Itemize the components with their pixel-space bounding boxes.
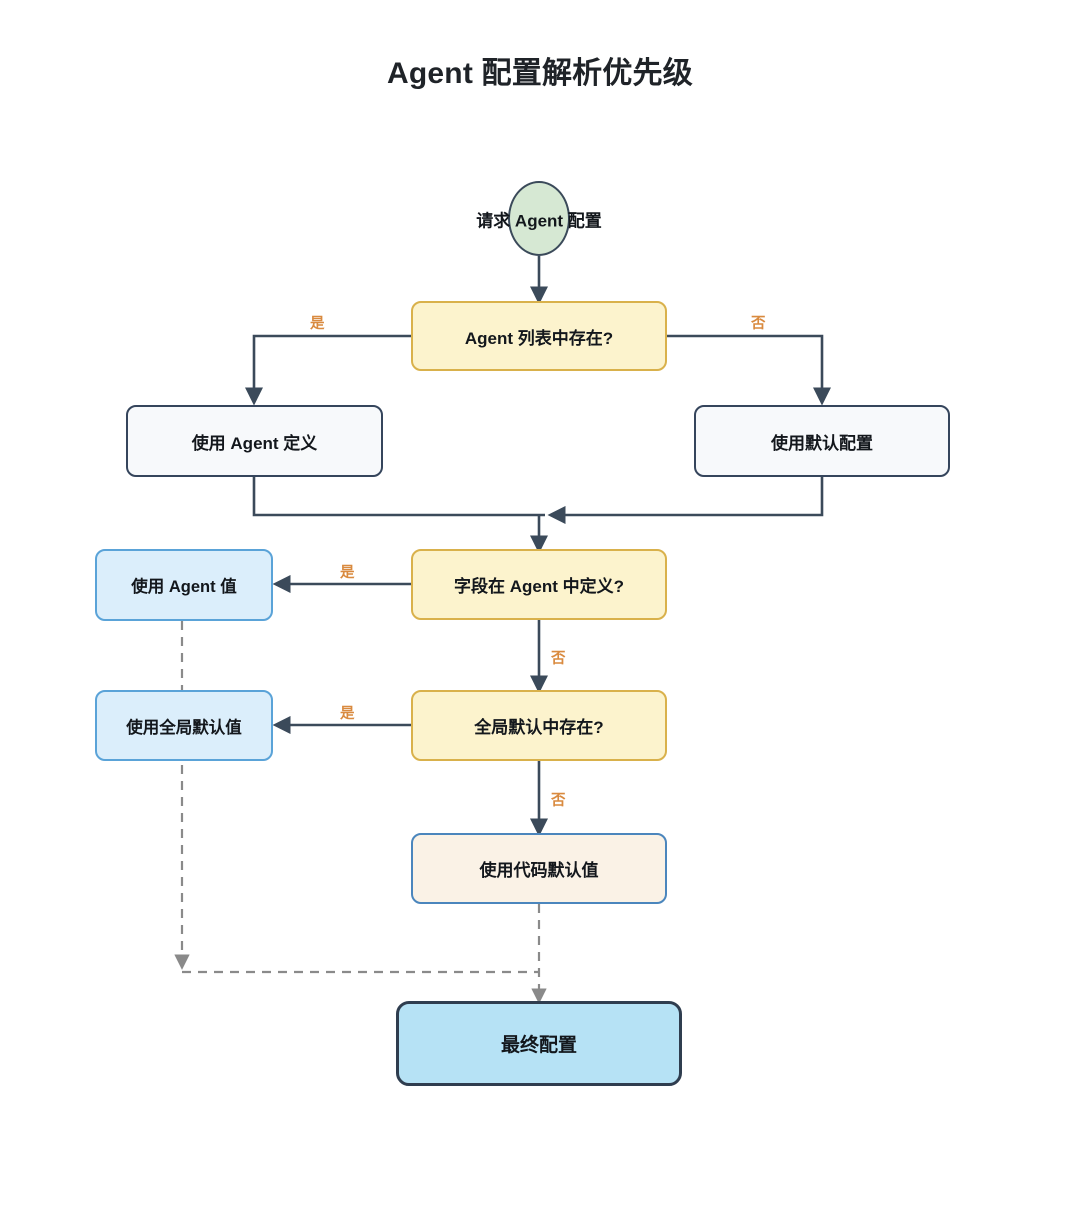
node-decision-field-in-agent[interactable]: 字段在 Agent 中定义? xyxy=(411,549,667,620)
node-decision-agent-list[interactable]: Agent 列表中存在? xyxy=(411,301,667,371)
node-use-code-default[interactable]: 使用代码默认值 xyxy=(411,833,667,904)
page-title: Agent 配置解析优先级 xyxy=(387,57,693,90)
edge-decision1-no xyxy=(667,334,832,406)
edge-label-field-in-agent-yes: 是 xyxy=(340,565,355,581)
edge-label-agent-list-yes: 是 xyxy=(310,316,325,332)
node-use-agent-definition[interactable]: 使用 Agent 定义 xyxy=(126,405,383,477)
edge-label-field-in-agent-no: 否 xyxy=(551,651,566,667)
edge-label-global-default-no: 否 xyxy=(551,793,566,809)
node-use-agent-value[interactable]: 使用 Agent 值 xyxy=(95,549,273,621)
node-use-global-default[interactable]: 使用全局默认值 xyxy=(95,690,273,761)
node-use-default-config[interactable]: 使用默认配置 xyxy=(694,405,950,477)
node-decision-global-default[interactable]: 全局默认中存在? xyxy=(411,690,667,761)
node-start-label: 请求 Agent 配置 xyxy=(476,211,602,230)
edge-agentdef-to-bus xyxy=(252,477,545,517)
edge-decision1-yes xyxy=(244,334,411,406)
node-final-config[interactable]: 最终配置 xyxy=(396,1001,682,1086)
edge-defaultcfg-to-bus xyxy=(547,477,824,525)
edge-label-global-default-yes: 是 xyxy=(340,706,355,722)
node-start[interactable]: 请求 Agent 配置 xyxy=(476,181,602,256)
edge-label-agent-list-no: 否 xyxy=(751,316,766,332)
